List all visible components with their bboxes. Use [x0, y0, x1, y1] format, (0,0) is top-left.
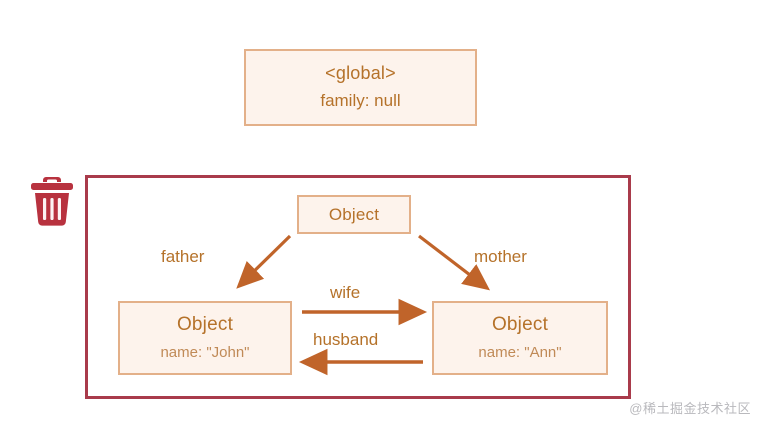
global-box-property: family: null — [320, 90, 401, 110]
edge-label-father: father — [161, 247, 205, 266]
edge-label-wife: wife — [330, 283, 361, 302]
root-object-title: Object — [328, 204, 380, 224]
ann-object-property: name: "Ann" — [478, 343, 562, 361]
root-object-box: Object — [297, 195, 411, 234]
ann-object-box: Object name: "Ann" — [432, 301, 608, 375]
john-object-title: Object — [176, 314, 234, 335]
global-box-title: <global> — [325, 63, 396, 84]
trash-icon — [28, 172, 76, 228]
edge-label-husband: husband — [313, 330, 379, 349]
global-scope-box: <global> family: null — [244, 49, 477, 126]
edge-label-mother: mother — [474, 247, 527, 266]
watermark: @稀土掘金技术社区 — [629, 401, 751, 416]
john-object-box: Object name: "John" — [118, 301, 292, 375]
ann-object-title: Object — [491, 314, 549, 335]
john-object-property: name: "John" — [160, 343, 250, 361]
unreachable-region-frame — [85, 175, 631, 399]
